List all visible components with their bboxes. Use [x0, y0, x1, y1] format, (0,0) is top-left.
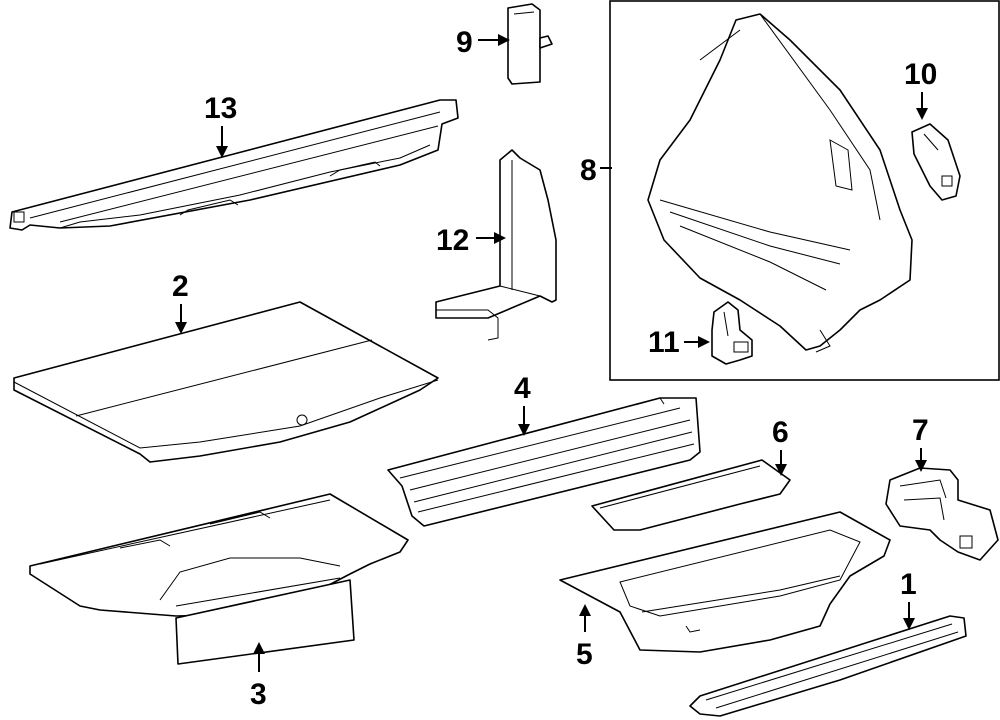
inset-frame — [609, 0, 1000, 381]
callout-6: 6 — [772, 416, 789, 476]
part-8-side-trim-assembly[interactable] — [647, 13, 913, 353]
callout-7: 7 — [912, 414, 929, 472]
part-7-bracket[interactable] — [885, 467, 999, 561]
part-1-step-pad[interactable] — [689, 615, 967, 717]
callout-label-11: 11 — [648, 326, 680, 359]
part-2-floor-board[interactable] — [13, 301, 439, 463]
callout-11: 11 — [648, 326, 710, 359]
callout-label-13: 13 — [204, 92, 237, 125]
part-4-sill-trim[interactable] — [387, 397, 701, 527]
callout-12: 12 — [436, 224, 506, 257]
callout-8: 8 — [580, 154, 612, 187]
callout-13: 13 — [204, 92, 237, 158]
part-3-cargo-tray[interactable] — [29, 493, 409, 665]
callout-4: 4 — [514, 372, 531, 436]
callout-2: 2 — [172, 270, 189, 334]
part-12-side-panel[interactable] — [435, 149, 557, 341]
callout-label-1: 1 — [900, 568, 917, 601]
callout-label-6: 6 — [772, 416, 789, 449]
callout-label-10: 10 — [904, 58, 937, 91]
callout-label-8: 8 — [580, 154, 597, 187]
part-13-tonneau-cover[interactable] — [9, 99, 459, 231]
callout-label-2: 2 — [172, 270, 189, 303]
part-6-mat[interactable] — [591, 459, 791, 531]
callout-label-7: 7 — [912, 414, 929, 447]
callout-label-9: 9 — [456, 26, 473, 59]
callout-5: 5 — [576, 604, 593, 671]
callout-label-5: 5 — [576, 638, 593, 671]
part-5-storage-tray[interactable] — [559, 511, 891, 653]
callout-3: 3 — [250, 642, 267, 711]
callout-label-3: 3 — [250, 678, 267, 711]
callout-9: 9 — [456, 26, 510, 59]
callout-1: 1 — [900, 568, 917, 630]
callout-label-12: 12 — [436, 224, 469, 257]
part-10-clip[interactable] — [911, 123, 961, 201]
part-9-clip[interactable] — [507, 3, 553, 85]
callout-10: 10 — [904, 58, 937, 120]
callout-label-4: 4 — [514, 372, 531, 405]
part-11-tie-down-hook[interactable] — [711, 301, 753, 365]
